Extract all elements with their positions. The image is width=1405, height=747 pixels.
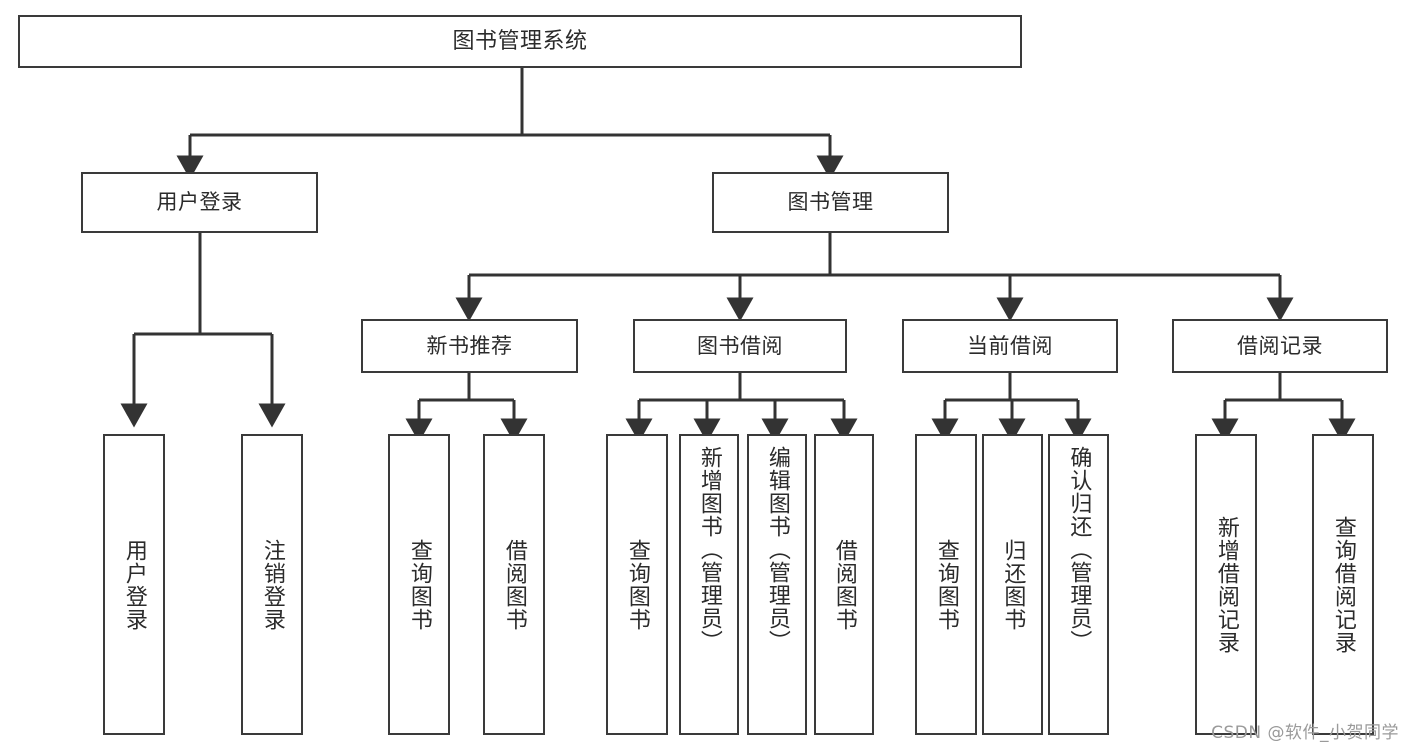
- node-label: 查询借阅记录: [1330, 515, 1356, 654]
- edge-group-new-book-rec: [405, 373, 528, 443]
- node-label: 归还图书: [1000, 538, 1026, 631]
- leaf-query-book-borrowing[interactable]: 查询图书: [606, 434, 668, 735]
- node-label: 用户登录: [121, 538, 147, 631]
- node-current-borrowing[interactable]: 当前借阅: [902, 319, 1118, 373]
- node-user-login[interactable]: 用户登录: [81, 172, 318, 233]
- csdn-watermark: CSDN @软件_小贺同学: [1211, 723, 1399, 743]
- node-book-management[interactable]: 图书管理: [712, 172, 949, 233]
- node-label: 确认归还（管理员）: [1066, 446, 1092, 653]
- edge-group-root: [176, 68, 844, 180]
- edge-group-borrow-record: [1211, 373, 1356, 443]
- edge-group-user-login: [120, 233, 286, 428]
- leaf-user-logout[interactable]: 注销登录: [241, 434, 303, 735]
- leaf-return-book[interactable]: 归还图书: [982, 434, 1043, 735]
- node-label: 借阅图书: [501, 538, 527, 631]
- leaf-query-borrow-record[interactable]: 查询借阅记录: [1312, 434, 1374, 735]
- node-label: 查询图书: [624, 538, 650, 631]
- node-label: 图书管理系统: [452, 28, 588, 54]
- node-new-book-recommendation[interactable]: 新书推荐: [361, 319, 578, 373]
- node-label: 当前借阅: [967, 333, 1053, 358]
- leaf-edit-book-admin[interactable]: 编辑图书（管理员）: [747, 434, 807, 735]
- leaf-add-book-admin[interactable]: 新增图书（管理员）: [679, 434, 739, 735]
- node-label: 新增借阅记录: [1213, 515, 1239, 654]
- leaf-user-login[interactable]: 用户登录: [103, 434, 165, 735]
- node-label: 查询图书: [406, 538, 432, 631]
- node-borrowing-record[interactable]: 借阅记录: [1172, 319, 1388, 373]
- node-label: 新书推荐: [426, 333, 513, 358]
- node-label: 编辑图书（管理员）: [764, 446, 790, 653]
- leaf-query-book-current[interactable]: 查询图书: [915, 434, 977, 735]
- edge-group-book-mgmt: [455, 233, 1294, 322]
- node-label: 图书借阅: [697, 333, 783, 358]
- leaf-borrow-book-new-rec[interactable]: 借阅图书: [483, 434, 545, 735]
- node-label: 查询图书: [933, 538, 959, 631]
- node-label: 用户登录: [156, 190, 243, 215]
- leaf-confirm-return-admin[interactable]: 确认归还（管理员）: [1048, 434, 1109, 735]
- node-book-borrowing[interactable]: 图书借阅: [633, 319, 847, 373]
- node-label: 借阅记录: [1237, 333, 1323, 358]
- edge-group-book-borrow: [625, 373, 858, 443]
- node-root-book-management-system[interactable]: 图书管理系统: [18, 15, 1022, 68]
- leaf-query-book-new-rec[interactable]: 查询图书: [388, 434, 450, 735]
- node-label: 新增图书（管理员）: [696, 446, 722, 653]
- edge-group-current-borrow: [931, 373, 1092, 443]
- leaf-borrow-book-borrowing[interactable]: 借阅图书: [814, 434, 874, 735]
- node-label: 图书管理: [787, 190, 874, 215]
- node-label: 注销登录: [259, 538, 285, 631]
- leaf-add-borrow-record[interactable]: 新增借阅记录: [1195, 434, 1257, 735]
- node-label: 借阅图书: [831, 538, 857, 631]
